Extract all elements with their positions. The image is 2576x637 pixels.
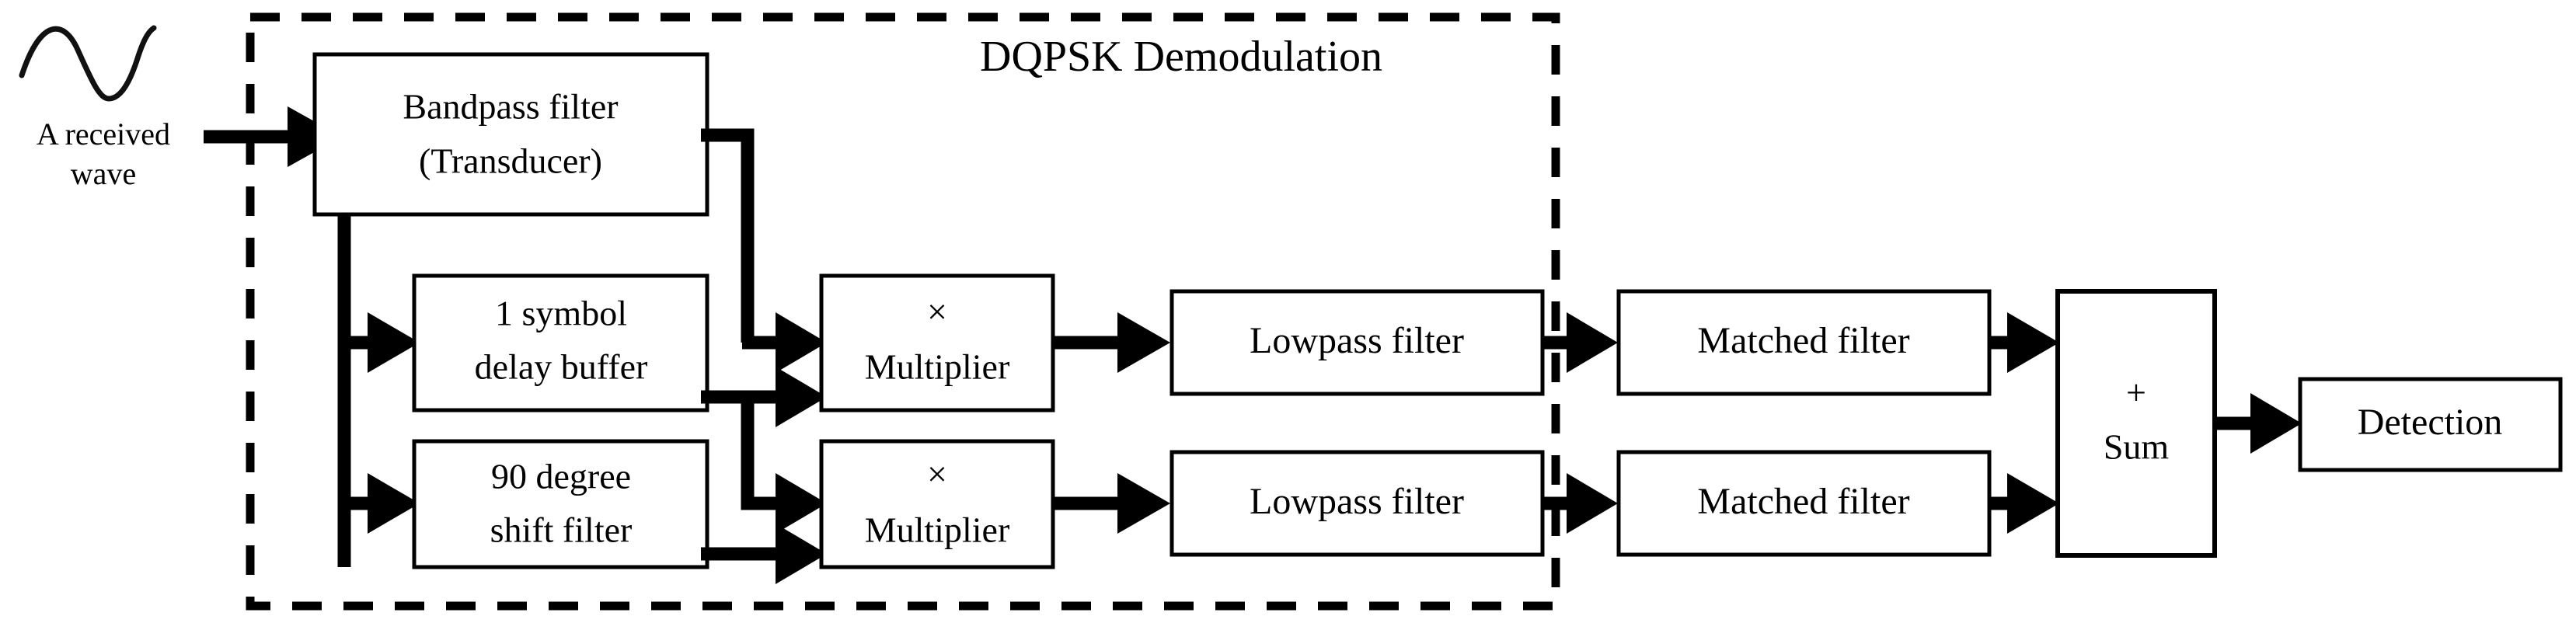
block-shift-filter-label-line2: shift filter [490,510,633,550]
wire-bandpass-to-split-trunk [337,214,420,567]
block-multiplier-bottom[interactable] [819,439,1055,569]
block-delay-buffer[interactable] [412,273,709,412]
block-matched-filter-bottom[interactable] [1616,450,1992,557]
block-sum[interactable] [2055,289,2217,558]
multiply-icon-top: × [927,292,947,332]
wire-top-lowpass-to-matched [1542,312,1618,373]
block-detection-label: Detection [2358,402,2503,443]
block-bandpass-filter-label-line1: Bandpass filter [403,87,618,127]
wire-top-multiplier-to-lowpass [1053,312,1170,373]
block-shift-filter[interactable] [412,439,709,569]
block-detection[interactable] [2298,377,2563,472]
block-sum-label: Sum [2104,427,2170,467]
block-bandpass-filter-label-line2: (Transducer) [419,141,602,181]
block-bandpass-filter[interactable] [312,52,709,217]
block-lowpass-filter-bottom-label: Lowpass filter [1250,481,1464,522]
block-delay-buffer-label-line1: 1 symbol [495,294,627,333]
dqpsk-demodulation-group-boundary [246,12,1560,611]
block-matched-filter-top-label: Matched filter [1697,320,1909,361]
wire-shift-to-bottom-multiplier [701,524,827,584]
diagram-title: DQPSK Demodulation [980,33,1382,81]
block-multiplier-bottom-label: Multiplier [865,510,1010,550]
wire-bottom-matched-to-sum [1989,473,2059,534]
sine-wave-icon [19,25,157,102]
block-multiplier-top[interactable] [819,273,1055,412]
block-lowpass-filter-top-label: Lowpass filter [1250,320,1464,361]
multiply-icon-bottom: × [927,454,947,494]
wire-bottom-lowpass-to-matched [1542,473,1618,534]
wire-sum-to-detection [2215,393,2302,454]
input-caption-line1: A received [37,117,170,151]
block-shift-filter-label-line1: 90 degree [491,457,631,496]
input-caption-line2: wave [71,156,136,191]
plus-icon-sum: + [2126,373,2146,412]
block-lowpass-filter-top[interactable] [1169,289,1545,396]
block-delay-buffer-label-line2: delay buffer [475,347,648,387]
block-lowpass-filter-bottom[interactable] [1169,450,1545,557]
wire-bandpass-to-top-multiplier [701,128,827,373]
block-matched-filter-bottom-label: Matched filter [1697,481,1909,522]
block-matched-filter-top[interactable] [1616,289,1992,396]
wire-top-matched-to-sum [1989,312,2059,373]
wire-bottom-multiplier-to-lowpass [1053,473,1170,534]
wire-delay-to-multipliers [701,367,827,534]
block-multiplier-top-label: Multiplier [865,347,1010,387]
